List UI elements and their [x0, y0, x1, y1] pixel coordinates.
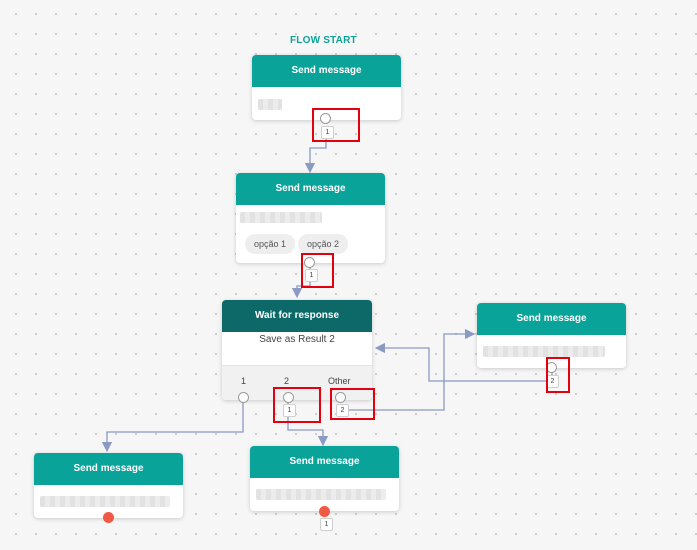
node-title: Send message	[252, 55, 401, 87]
node-title: Send message	[236, 173, 385, 205]
highlight-box	[330, 388, 375, 420]
highlight-box	[301, 253, 334, 288]
send-message-node-2[interactable]: Send message opção 1 opção 2	[236, 173, 385, 263]
flow-start-label: FLOW START	[290, 35, 357, 46]
output-port[interactable]	[304, 257, 315, 268]
output-port-other[interactable]	[335, 392, 346, 403]
wait-for-response-node[interactable]: Wait for response Save as Result 2 1 2 O…	[222, 300, 372, 400]
quick-reply-option-1: opção 1	[245, 234, 296, 254]
redacted-message-text	[483, 346, 605, 357]
redacted-message-text	[240, 212, 322, 223]
output-label-1: 1	[241, 376, 247, 386]
send-message-node-bottom-left[interactable]: Send message	[34, 453, 183, 518]
redacted-message-text	[256, 489, 386, 500]
unconnected-output-port[interactable]	[103, 512, 114, 523]
output-port-1[interactable]	[238, 392, 249, 403]
output-label-2: 2	[284, 376, 290, 386]
connection-count-badge: 1	[321, 126, 334, 139]
unconnected-output-port[interactable]	[319, 506, 330, 517]
node-title: Wait for response	[222, 300, 372, 332]
node-title: Send message	[250, 446, 399, 478]
save-as-result-label: Save as Result 2	[259, 334, 335, 345]
connection-count-badge: 1	[320, 518, 333, 531]
output-port[interactable]	[320, 113, 331, 124]
connection-count-badge: 2	[336, 404, 349, 417]
connection-count-badge: 1	[305, 269, 318, 282]
redacted-message-text	[40, 496, 170, 507]
node-title: Send message	[34, 453, 183, 485]
highlight-box	[546, 357, 570, 393]
send-message-node-bottom-mid[interactable]: Send message	[250, 446, 399, 511]
output-label-other: Other	[328, 376, 351, 386]
connection-count-badge: 1	[283, 404, 296, 417]
wire-wait1-to-send-bottom-left	[101, 402, 244, 453]
highlight-box	[273, 387, 321, 423]
highlight-box	[312, 108, 360, 142]
send-message-node-1[interactable]: Send message	[252, 55, 401, 120]
redacted-message-text	[258, 99, 282, 110]
node-title: Send message	[477, 303, 626, 335]
output-port-2[interactable]	[283, 392, 294, 403]
quick-reply-option-2: opção 2	[298, 234, 349, 254]
